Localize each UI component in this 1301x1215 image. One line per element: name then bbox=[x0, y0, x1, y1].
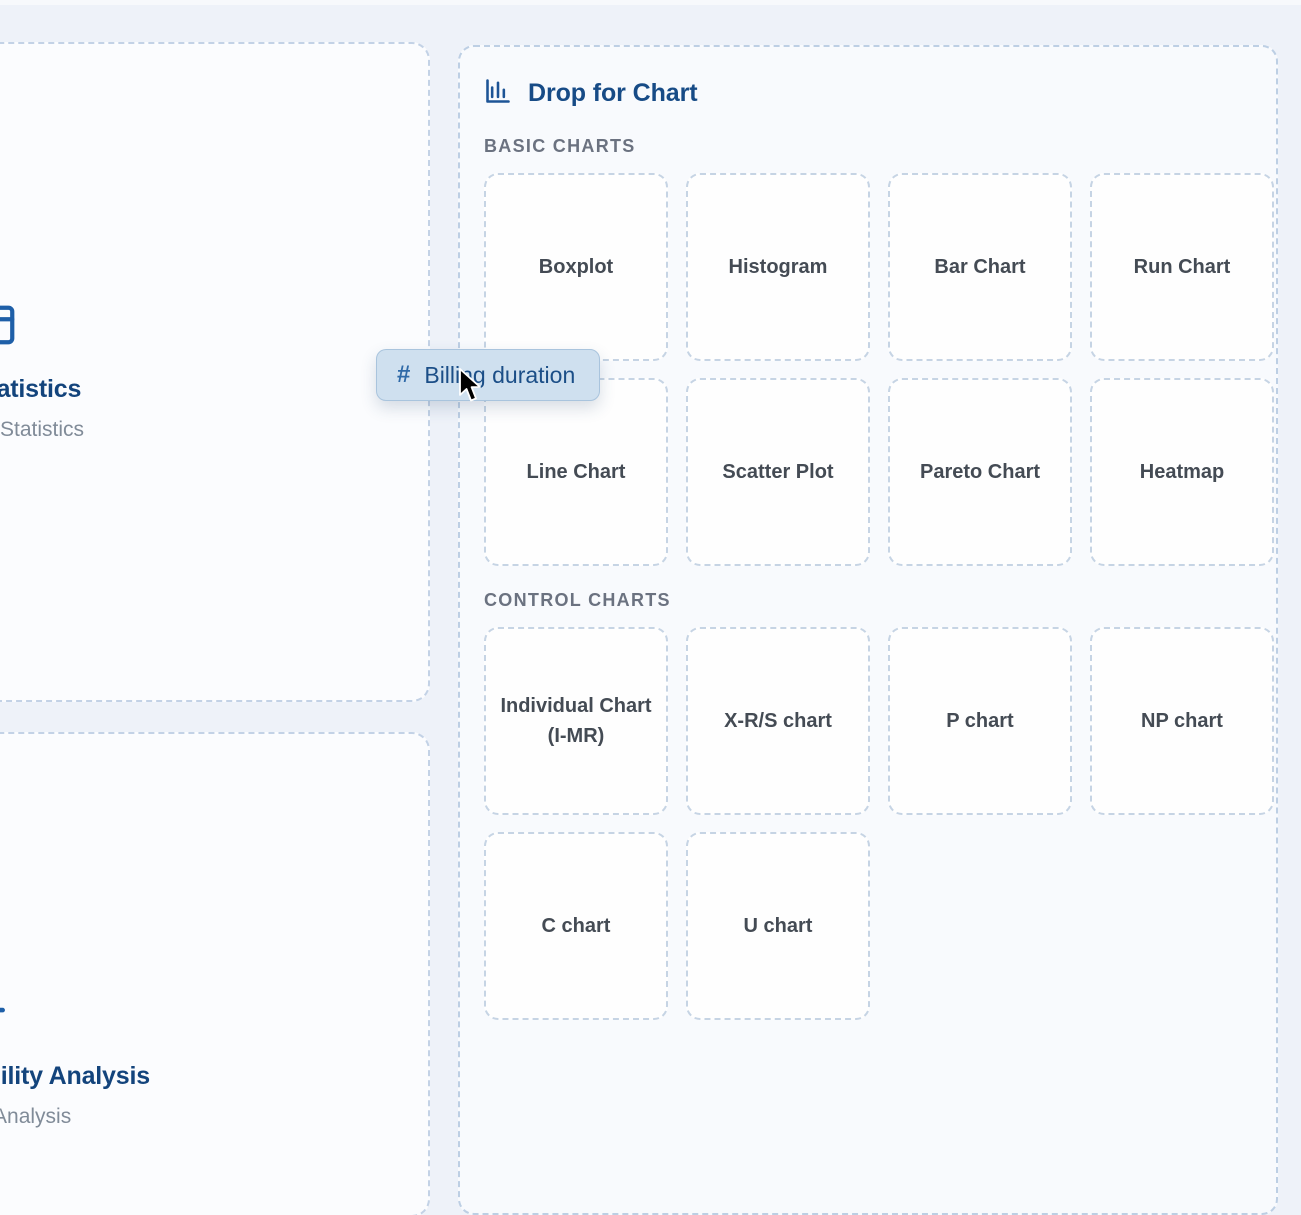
dragging-field-label: Billing duration bbox=[424, 361, 576, 388]
chart-tile-label: Histogram bbox=[728, 256, 828, 278]
chart-tile-np-chart[interactable]: NP chart bbox=[1090, 627, 1274, 815]
chart-tile-line-chart[interactable]: Line Chart bbox=[484, 378, 668, 566]
chart-tile-label: C chart bbox=[541, 915, 611, 937]
top-strip bbox=[0, 0, 1301, 5]
analysis-card-title: ability Analysis bbox=[0, 1062, 150, 1090]
section-label-control-charts: CONTROL CHARTS bbox=[484, 590, 671, 610]
analysis-card-title: Statistics bbox=[0, 375, 82, 403]
chart-tile-individual-chart-imr[interactable]: Individual Chart (I-MR) bbox=[484, 627, 668, 815]
analysis-card-capability[interactable]: ability Analysis ty Analysis bbox=[0, 732, 430, 1215]
activity-pulse-icon bbox=[0, 989, 412, 1040]
chart-tile-label: U chart bbox=[743, 915, 813, 937]
drop-zone-title: Drop for Chart bbox=[528, 79, 698, 107]
chart-tile-label: Individual Chart (I-MR) bbox=[500, 695, 652, 747]
chart-tile-c-chart[interactable]: C chart bbox=[484, 832, 668, 1020]
chart-tile-u-chart[interactable]: U chart bbox=[686, 832, 870, 1020]
chart-tile-run-chart[interactable]: Run Chart bbox=[1090, 173, 1274, 361]
chart-tile-heatmap[interactable]: Heatmap bbox=[1090, 378, 1274, 566]
section-label-basic-charts: BASIC CHARTS bbox=[484, 136, 636, 156]
hash-numeric-icon: # bbox=[397, 361, 411, 388]
chart-tile-bar-chart[interactable]: Bar Chart bbox=[888, 173, 1072, 361]
chart-tile-label: Scatter Plot bbox=[722, 461, 834, 483]
chart-tile-label: Heatmap bbox=[1139, 461, 1225, 483]
chart-tile-label: Run Chart bbox=[1133, 256, 1231, 278]
chart-tile-p-chart[interactable]: P chart bbox=[888, 627, 1072, 815]
dragging-field-chip[interactable]: # Billing duration bbox=[376, 349, 601, 401]
chart-tile-x-r-s-chart[interactable]: X-R/S chart bbox=[686, 627, 870, 815]
chart-tile-boxplot[interactable]: Boxplot bbox=[484, 173, 668, 361]
bar-chart-icon bbox=[484, 77, 512, 110]
table-icon bbox=[0, 302, 412, 353]
chart-tile-label: P chart bbox=[946, 710, 1014, 732]
chart-tile-label: Line Chart bbox=[526, 461, 626, 483]
analysis-card-subtitle: ve Statistics bbox=[0, 418, 85, 441]
chart-tile-label: NP chart bbox=[1141, 710, 1223, 732]
chart-tile-label: Pareto Chart bbox=[919, 461, 1041, 483]
chart-tile-pareto-chart[interactable]: Pareto Chart bbox=[888, 378, 1072, 566]
drop-zone-header: Drop for Chart bbox=[484, 77, 1252, 110]
chart-tile-label: Boxplot bbox=[538, 256, 614, 278]
chart-drop-zone-panel[interactable]: Drop for Chart BASIC CHARTS Boxplot Hist… bbox=[458, 45, 1278, 1215]
chart-tile-histogram[interactable]: Histogram bbox=[686, 173, 870, 361]
control-charts-grid: Individual Chart (I-MR) X-R/S chart P ch… bbox=[484, 627, 1274, 1020]
analysis-card-subtitle: ty Analysis bbox=[0, 1105, 72, 1128]
chart-tile-label: Bar Chart bbox=[934, 256, 1026, 278]
basic-charts-grid: Boxplot Histogram Bar Chart Run Chart Li… bbox=[484, 173, 1274, 566]
analysis-card-statistics[interactable]: Statistics ve Statistics bbox=[0, 42, 430, 702]
chart-tile-scatter-plot[interactable]: Scatter Plot bbox=[686, 378, 870, 566]
chart-tile-label: X-R/S chart bbox=[724, 710, 832, 732]
